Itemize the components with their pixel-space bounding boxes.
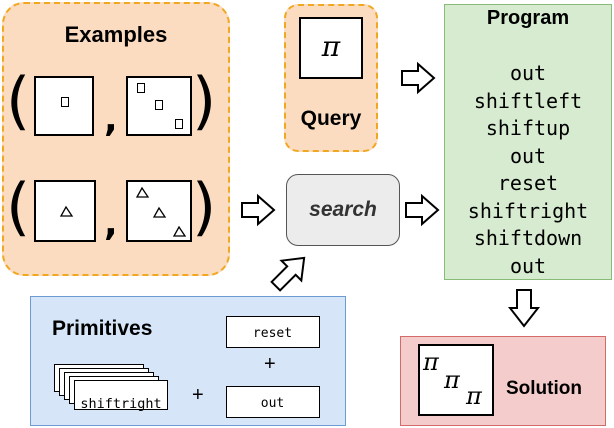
example-1-comma: , [104, 99, 118, 140]
examples-title: Examples [64, 22, 168, 47]
arrow-up-right-icon [270, 256, 306, 292]
small-triangle-shape [172, 225, 187, 237]
example-2-comma: , [104, 203, 118, 244]
solution-pi-symbol: π [423, 348, 439, 376]
query-pi-symbol: π [321, 30, 341, 63]
reset-primitive-label: reset [252, 326, 293, 341]
program-line: out [509, 143, 547, 168]
arrow-right-icon [405, 193, 440, 227]
stack-top-card-label: shiftright [80, 396, 162, 412]
primitives-title: Primitives [52, 317, 153, 340]
arrow-down-icon [507, 289, 541, 328]
small-triangle-shape [59, 205, 74, 217]
out-primitive-card: out [226, 386, 320, 418]
program-line: shiftleft [473, 88, 583, 113]
query-title: Query [300, 107, 362, 130]
stack-plus-sign: + [192, 384, 204, 406]
example-1-input-image [34, 76, 94, 136]
small-square-shape [61, 97, 69, 107]
stacked-card [74, 380, 168, 410]
primitive-plus-sign: + [264, 353, 276, 375]
example-2-input-image [34, 180, 96, 242]
out-primitive-label: out [260, 396, 285, 411]
program-line: out [509, 253, 547, 278]
example-2-open-paren: ( [6, 170, 31, 243]
program-line: out [509, 61, 547, 85]
example-2-close-paren: ) [192, 170, 217, 243]
arrow-right-icon [401, 61, 436, 95]
small-square-shape [137, 83, 145, 93]
program-title: Program [486, 7, 570, 29]
small-square-shape [155, 100, 163, 110]
program-panel [444, 4, 612, 280]
example-2-output-image [126, 180, 192, 242]
program-line: shiftup [485, 116, 571, 140]
small-triangle-shape [152, 206, 167, 218]
reset-primitive-card: reset [226, 316, 320, 348]
solution-label: Solution [506, 378, 582, 399]
example-1-output-image [126, 76, 192, 136]
solution-pi-symbol: π [466, 382, 482, 410]
program-line: reset [497, 171, 559, 195]
solution-pi-symbol: π [444, 366, 460, 394]
example-1-open-paren: ( [6, 64, 31, 137]
small-triangle-shape [135, 186, 150, 198]
solution-image: π π π [418, 344, 494, 416]
search-label: search [309, 198, 377, 221]
program-lines: out shiftleft shiftup out reset shiftrig… [444, 60, 612, 280]
search-box [286, 174, 400, 246]
query-image: π [299, 17, 363, 79]
primitive-card-stack: shiftright [54, 364, 174, 420]
example-1-close-paren: ) [192, 64, 217, 137]
program-line: shiftright [467, 198, 589, 223]
program-line: shiftdown [473, 226, 583, 250]
small-square-shape [175, 119, 183, 129]
arrow-right-icon [241, 193, 276, 227]
